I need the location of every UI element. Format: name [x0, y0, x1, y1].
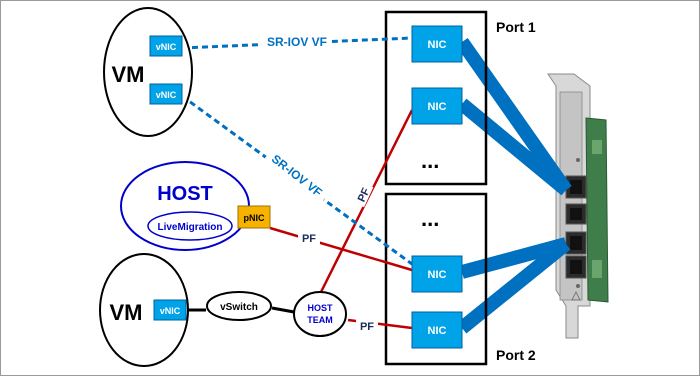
svg-text:PF: PF	[356, 186, 373, 204]
vm-bottom-vnic-label: vNIC	[160, 306, 181, 316]
vm-top-vnic1-label: vNIC	[156, 42, 177, 52]
port1-label: Port 1	[496, 19, 536, 35]
vm-top-label: VM	[112, 62, 145, 87]
svg-text:PF: PF	[360, 321, 374, 333]
pnic-box	[237, 205, 271, 229]
port2-box	[384, 192, 488, 366]
sriov-label-diagonal: SR-IOV VF	[264, 147, 331, 203]
vm-top-vnic2-box	[149, 83, 183, 105]
port1-more-dots: ...	[421, 148, 439, 173]
svg-text:SR-IOV VF: SR-IOV VF	[269, 152, 325, 200]
nic-to-card-cables	[456, 37, 572, 334]
svg-text:NIC: NIC	[428, 269, 447, 281]
pf-links	[269, 109, 414, 330]
pf-label-vertical: PF	[352, 181, 374, 208]
host-node: HOST LiveMigration pNIC	[120, 161, 271, 251]
vm-top-vnic1-box	[149, 35, 183, 57]
host-team-line2: TEAM	[307, 315, 333, 325]
nic-box-1: NIC	[411, 25, 463, 63]
pcie-card-image	[547, 73, 609, 339]
svg-text:NIC: NIC	[428, 39, 447, 51]
svg-text:NIC: NIC	[428, 325, 447, 337]
nic-box-3: NIC	[411, 255, 463, 293]
vm-top: VM vNIC vNIC	[103, 7, 193, 137]
live-migration-label: LiveMigration	[157, 222, 222, 233]
sriov-label-top: SR-IOV VF	[262, 34, 332, 49]
host-team-node: HOST TEAM	[293, 291, 347, 337]
svg-text:PF: PF	[302, 233, 316, 245]
vswitch-node: vSwitch	[206, 291, 272, 321]
vm-top-vnic2-label: vNIC	[156, 90, 177, 100]
pnic-label: pNIC	[244, 213, 265, 223]
nic-box-4: NIC	[411, 311, 463, 349]
live-migration-ellipse	[147, 211, 233, 241]
port2-more-dots: ...	[421, 206, 439, 231]
pf-label-pnic: PF	[298, 230, 320, 245]
vm-bottom-vnic-box	[153, 299, 187, 321]
pf-label-team: PF	[356, 318, 378, 333]
host-label: HOST	[157, 183, 213, 205]
port2-label: Port 2	[496, 347, 536, 363]
host-team-line1: HOST	[307, 303, 333, 313]
port1-box	[384, 10, 488, 186]
vm-bottom: VM vNIC	[99, 253, 189, 367]
vswitch-links	[186, 306, 295, 314]
svg-text:SR-IOV VF: SR-IOV VF	[267, 35, 327, 49]
vswitch-label: vSwitch	[220, 302, 258, 313]
nic-box-2: NIC	[411, 87, 463, 125]
svg-text:NIC: NIC	[428, 101, 447, 113]
vm-bottom-label: VM	[110, 300, 143, 325]
